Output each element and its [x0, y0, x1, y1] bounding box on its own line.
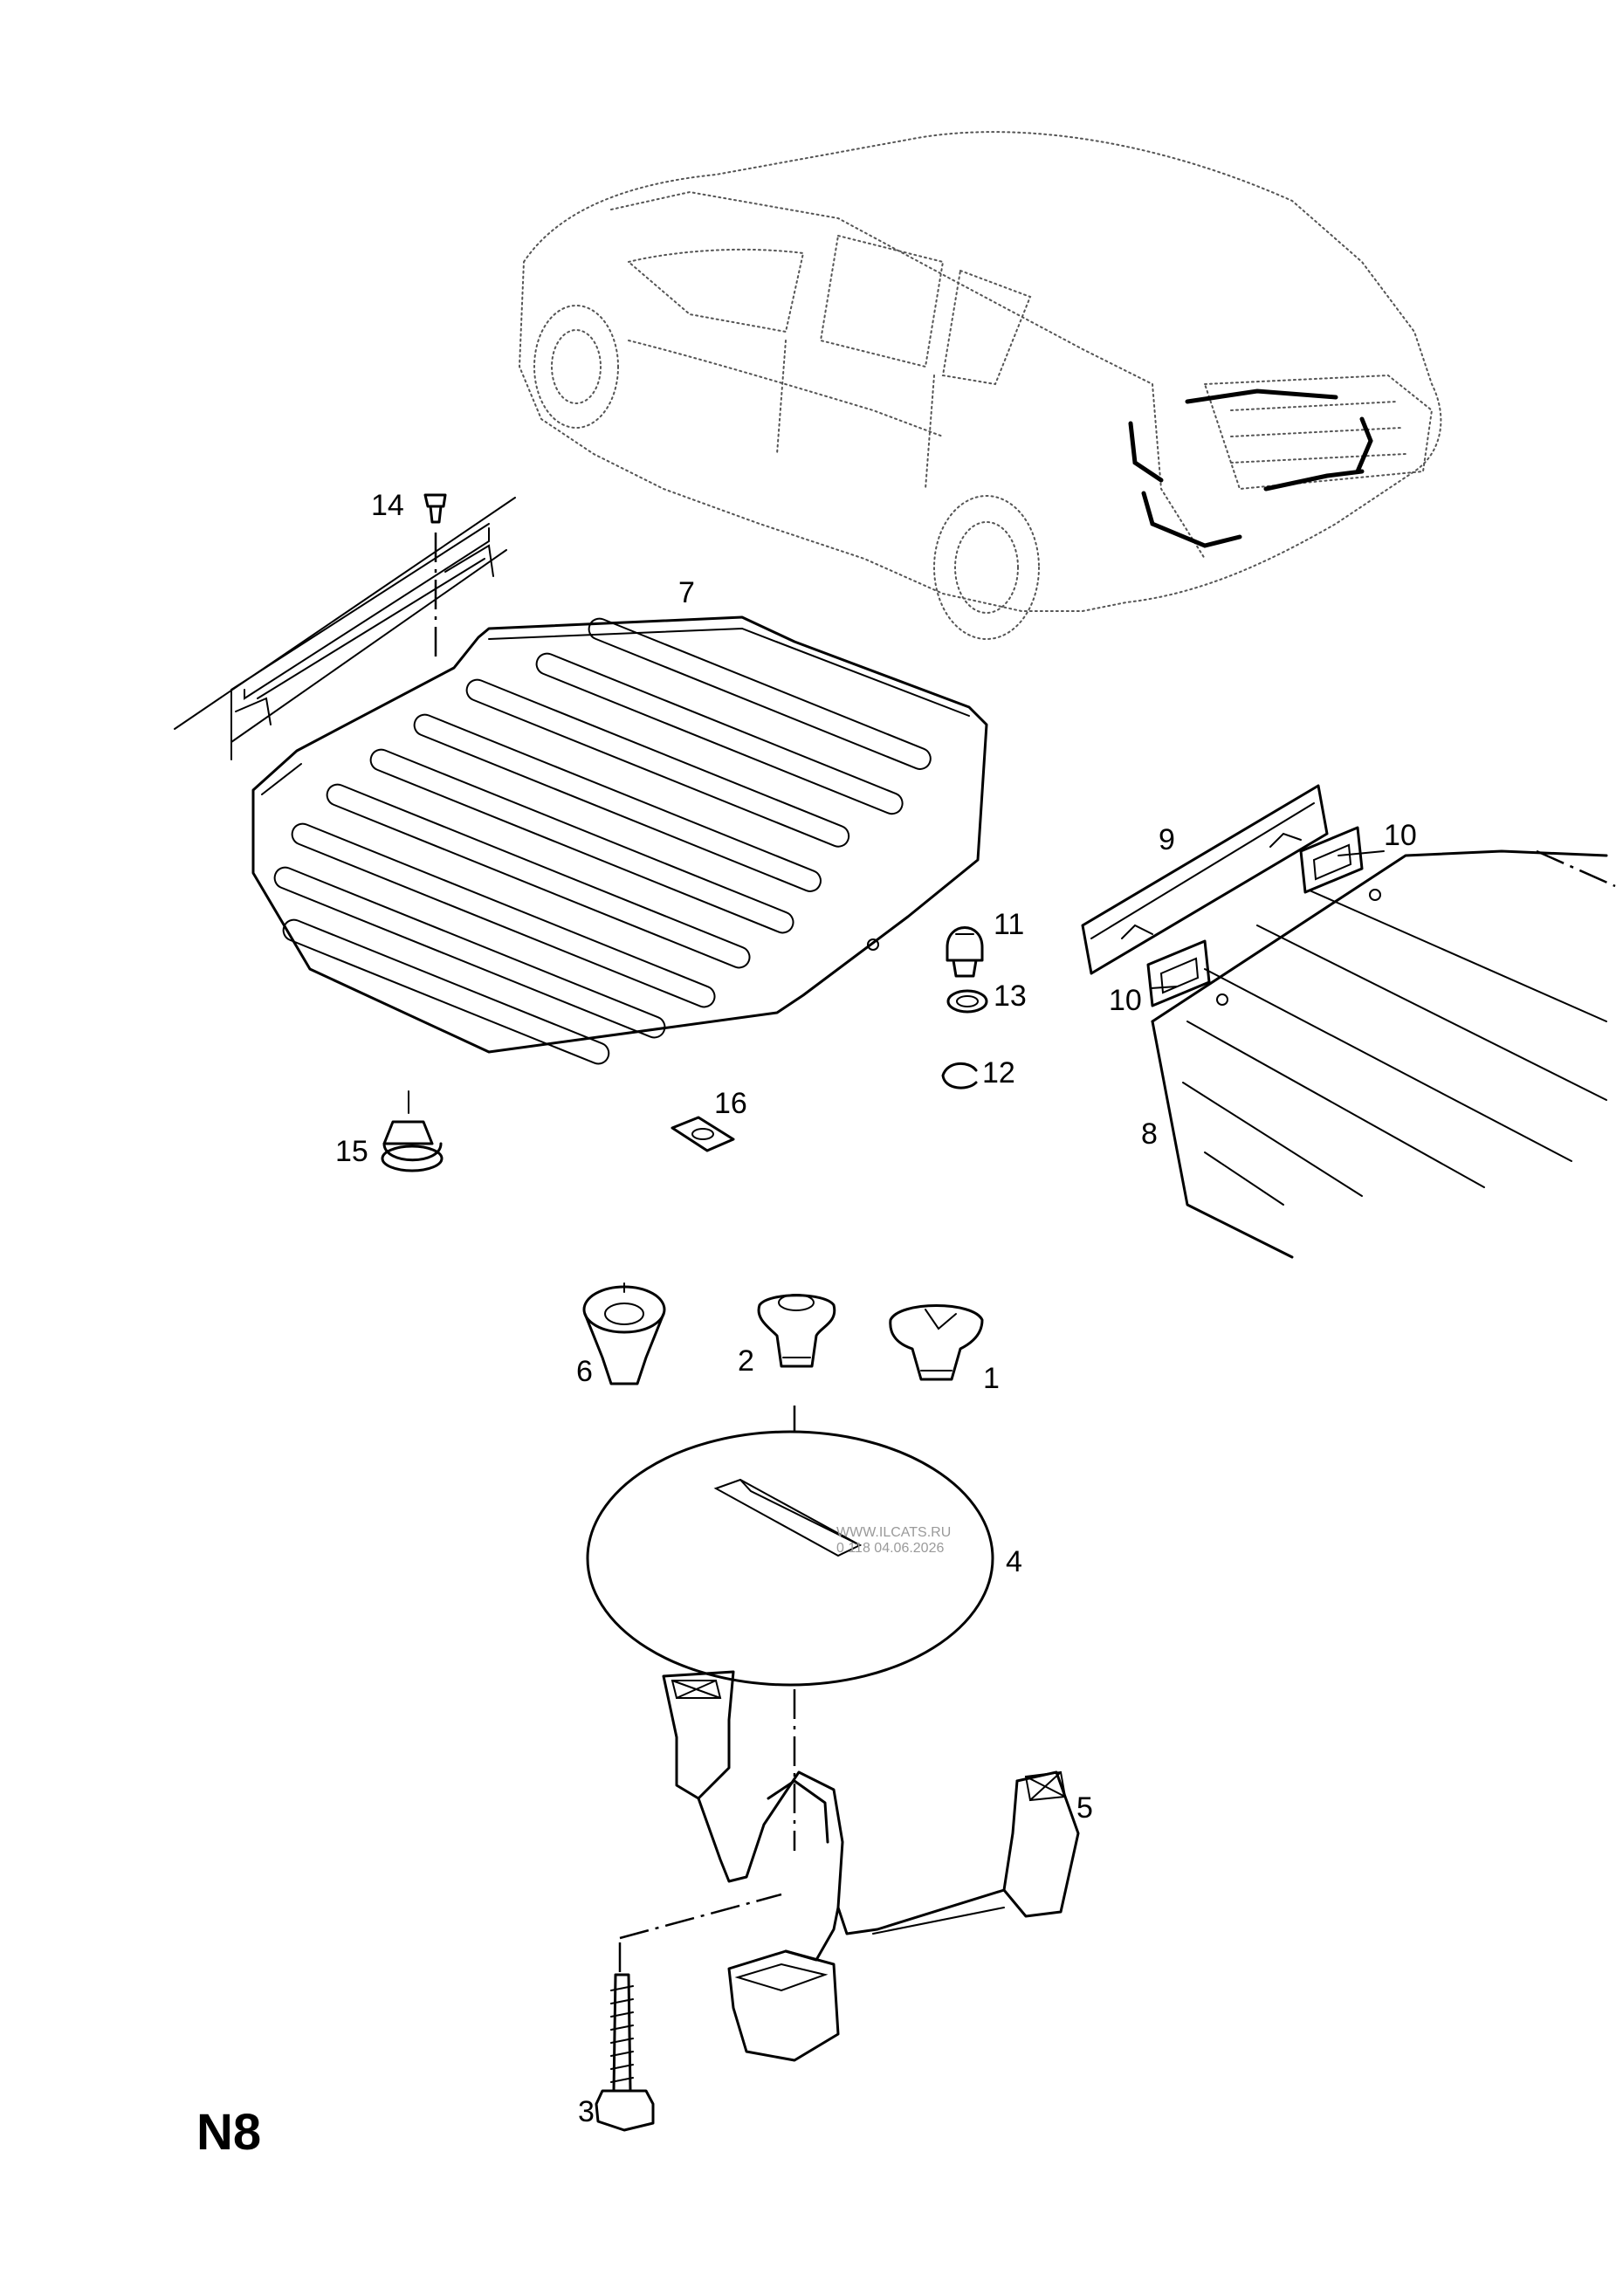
callout-11: 11 — [994, 908, 1024, 941]
callout-16: 16 — [714, 1087, 747, 1120]
part-11-clip — [946, 926, 984, 978]
diagram-code: N8 — [196, 2104, 261, 2161]
part-1-wing-nut — [889, 1304, 984, 1381]
callout-15: 15 — [335, 1135, 368, 1168]
callout-13: 13 — [994, 980, 1027, 1013]
callout-4: 4 — [1006, 1545, 1022, 1578]
part-2-wing-nut — [757, 1294, 836, 1368]
callout-6: 6 — [576, 1355, 593, 1388]
callout-14: 14 — [371, 489, 404, 522]
part-16-plate — [671, 1116, 735, 1152]
callout-1: 1 — [983, 1362, 1000, 1395]
part-6-spacer — [582, 1282, 666, 1385]
rear-floor-rail — [174, 497, 516, 760]
part-4-cover-disc: WWW.ILCATS.RU 0 118 04.06.2026 — [586, 1406, 994, 1687]
part-5-wheel-bracket — [662, 1670, 1080, 2062]
callout-2: 2 — [738, 1344, 754, 1378]
part-15-grommet — [381, 1090, 444, 1172]
watermark-line-2: 0 118 04.06.2026 — [836, 1541, 944, 1556]
vehicle-outline — [518, 131, 1442, 640]
part-14-fastener — [423, 493, 447, 524]
callout-12: 12 — [982, 1056, 1015, 1090]
part-8-floor-panel — [1151, 849, 1616, 1259]
callout-7: 7 — [678, 576, 695, 609]
callout-9: 9 — [1159, 823, 1175, 856]
part-3-screw — [595, 1893, 782, 2132]
callout-8: 8 — [1141, 1117, 1158, 1151]
callout-labels: 1 2 3 4 5 6 7 8 9 10 10 11 12 13 14 15 1… — [335, 489, 1417, 2128]
watermark-line-1: WWW.ILCATS.RU — [836, 1525, 951, 1540]
part-10-bracket-upper — [1299, 826, 1364, 894]
part-10-bracket-lower — [1146, 939, 1211, 1007]
part-13-washer — [946, 989, 988, 1014]
callout-10-lower: 10 — [1109, 984, 1142, 1017]
part-12-clip — [941, 1062, 978, 1090]
leader-lines — [1150, 850, 1385, 989]
callout-5: 5 — [1076, 1791, 1093, 1825]
callout-3: 3 — [578, 2095, 595, 2128]
callout-10-upper: 10 — [1384, 819, 1417, 852]
floor-panel-ribs — [273, 617, 932, 1065]
part-7-floor-panel — [251, 615, 988, 1065]
part-9-bracket — [1081, 784, 1329, 975]
